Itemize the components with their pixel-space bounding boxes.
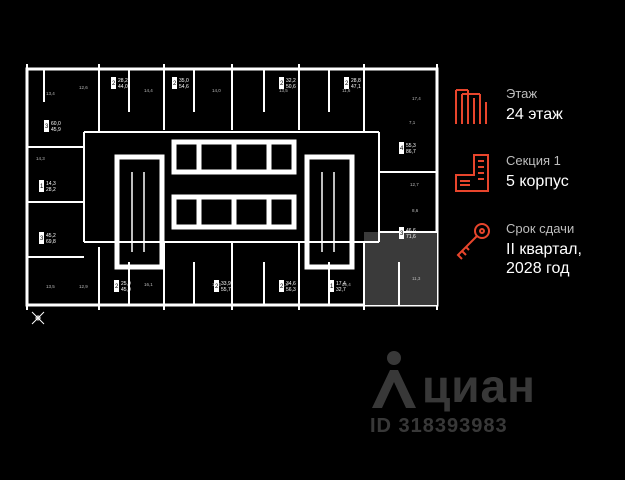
compass-icon bbox=[31, 311, 45, 325]
floor-label: Этаж bbox=[506, 86, 538, 101]
unit-area: 60,0 bbox=[51, 121, 61, 127]
unit-living: 44,0 bbox=[118, 84, 128, 90]
unit-living: 71,6 bbox=[406, 234, 416, 240]
svg-text:11,6: 11,6 bbox=[342, 88, 351, 93]
building-core bbox=[114, 139, 355, 270]
date-label: Срок сдачи bbox=[506, 221, 575, 236]
unit-rooms: 3 bbox=[45, 124, 49, 130]
svg-text:7,1: 7,1 bbox=[409, 120, 416, 125]
unit-area: 14,3 bbox=[46, 181, 56, 187]
unit-area: 46,6 bbox=[406, 228, 416, 234]
floor-icon bbox=[455, 89, 487, 124]
svg-text:12,7: 12,7 bbox=[410, 182, 419, 187]
date-value-line1: II квартал, bbox=[506, 241, 582, 258]
section-value: 5 корпус bbox=[506, 173, 569, 190]
cian-logo-icon bbox=[372, 351, 416, 408]
svg-text:14,4: 14,4 bbox=[144, 88, 153, 93]
unit-area: 32,2 bbox=[286, 78, 296, 84]
unit-area: 25,9 bbox=[121, 281, 131, 287]
unit-area: 55,3 bbox=[406, 143, 416, 149]
svg-text:12,6: 12,6 bbox=[79, 85, 88, 90]
unit-area: 34,6 bbox=[286, 281, 296, 287]
watermark: циан ID 318393983 bbox=[370, 345, 580, 445]
unit-rooms: 2 bbox=[112, 81, 116, 87]
section-icon bbox=[455, 154, 489, 192]
unit-rooms: 1 bbox=[330, 284, 334, 290]
svg-text:11,3: 11,3 bbox=[412, 276, 421, 281]
unit-living: 54,6 bbox=[179, 84, 189, 90]
unit-rooms: 2 bbox=[215, 284, 219, 290]
unit-rooms: 4 bbox=[400, 146, 404, 152]
unit-living: 45,0 bbox=[121, 287, 131, 293]
unit-area: 35,0 bbox=[179, 78, 189, 84]
svg-text:16,1: 16,1 bbox=[144, 282, 153, 287]
unit-living: 56,3 bbox=[286, 287, 296, 293]
unit-living: 86,7 bbox=[406, 149, 416, 155]
core-details bbox=[131, 172, 335, 252]
unit-rooms: 2 bbox=[280, 284, 284, 290]
unit-area: 28,2 bbox=[118, 78, 128, 84]
unit-rooms: 3 bbox=[40, 236, 44, 242]
date-value-line2: 2028 год bbox=[506, 260, 570, 277]
svg-text:14,3: 14,3 bbox=[36, 156, 45, 161]
svg-text:15,4: 15,4 bbox=[342, 282, 351, 287]
svg-text:14,0: 14,0 bbox=[212, 88, 221, 93]
unit-rooms: 2 bbox=[345, 81, 349, 87]
unit-living: 69,8 bbox=[46, 239, 56, 245]
unit-living: 50,6 bbox=[286, 84, 296, 90]
unit-rooms: 2 bbox=[280, 81, 284, 87]
svg-text:17,4: 17,4 bbox=[412, 96, 421, 101]
key-icon bbox=[456, 223, 490, 260]
interior-walls bbox=[27, 69, 437, 305]
unit-rooms: 1 bbox=[40, 184, 44, 190]
highlight-unit bbox=[364, 232, 437, 305]
floor-plan: 13,4 12,6 14,4 14,0 13,5 11,6 17,4 7,1 12,7 1… bbox=[25, 64, 439, 325]
unit-area: 45,2 bbox=[46, 233, 56, 239]
svg-text:13,4: 13,4 bbox=[46, 91, 55, 96]
svg-text:8,6: 8,6 bbox=[412, 208, 419, 213]
unit-rooms: 2 bbox=[115, 284, 119, 290]
unit-living: 45,9 bbox=[51, 127, 61, 133]
unit-living: 28,2 bbox=[46, 187, 56, 193]
svg-text:13,5: 13,5 bbox=[46, 284, 55, 289]
section-label: Секция 1 bbox=[506, 153, 561, 168]
svg-text:12,9: 12,9 bbox=[79, 284, 88, 289]
unit-living: 32,7 bbox=[336, 287, 346, 293]
unit-living: 47,1 bbox=[351, 84, 361, 90]
unit-area: 17,4 bbox=[336, 281, 346, 287]
watermark-brand: циан bbox=[422, 360, 536, 412]
unit-rooms: 3 bbox=[400, 231, 404, 237]
unit-area: 33,9 bbox=[221, 281, 231, 287]
watermark-id: ID 318393983 bbox=[370, 415, 508, 437]
unit-living: 55,7 bbox=[221, 287, 231, 293]
unit-rooms: 2 bbox=[173, 81, 177, 87]
unit-area: 28,8 bbox=[351, 78, 361, 84]
svg-text:13,5: 13,5 bbox=[279, 88, 288, 93]
floor-value: 24 этаж bbox=[506, 106, 563, 123]
